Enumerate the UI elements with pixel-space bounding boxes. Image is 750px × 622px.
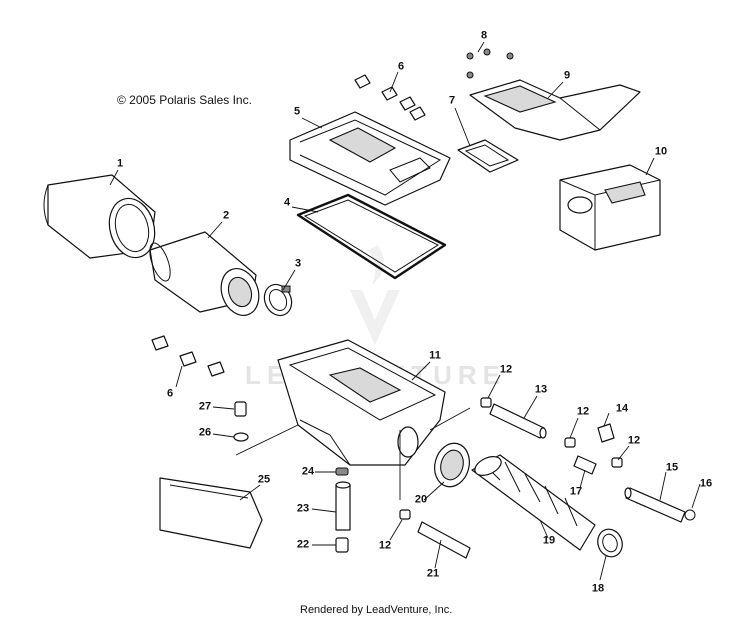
part-2-filter-element: [149, 231, 260, 316]
callout-15: 15: [665, 461, 679, 474]
callout-26: 26: [198, 426, 212, 439]
leader-lines: [109, 41, 701, 581]
callout-7: 7: [448, 94, 456, 107]
part-16-clip: [684, 509, 696, 521]
callout-12-d: 12: [378, 539, 392, 552]
part-18-hose-clamp: [597, 528, 623, 558]
footer-text: Rendered by LeadVenture, Inc.: [300, 604, 453, 616]
part-17-fitting: [573, 455, 597, 475]
part-9-intake-duct: [469, 79, 641, 141]
callout-1: 1: [116, 157, 124, 170]
callout-22: 22: [296, 538, 310, 551]
callout-17: 17: [569, 485, 583, 498]
part-10-foam-block: [559, 164, 661, 251]
callout-11: 11: [429, 349, 441, 362]
callout-4: 4: [283, 196, 291, 209]
callout-20: 20: [414, 493, 428, 506]
part-21-tube: [417, 521, 471, 559]
part-1-prefilter-sleeve: [43, 174, 156, 259]
callout-9: 9: [563, 69, 571, 82]
callout-12-a: 12: [499, 363, 513, 376]
callout-18: 18: [591, 582, 605, 595]
callout-2: 2: [222, 209, 230, 222]
part-13-tube: [489, 403, 547, 439]
part-23-drain-tube: [335, 481, 351, 531]
part-8-screws: [466, 48, 514, 79]
part-4-lid-gasket: [296, 193, 447, 280]
part-3-hose-clamp: [263, 283, 293, 317]
callout-10: 10: [654, 145, 668, 158]
part-26-washer: [233, 432, 249, 442]
callout-6-top: 6: [397, 60, 405, 73]
part-19-intake-boot: [471, 454, 596, 551]
part-7-duct-gasket: [457, 139, 519, 173]
part-24-small-clamp: [335, 467, 349, 476]
callout-13: 13: [534, 383, 548, 396]
callout-12-b: 12: [576, 405, 590, 418]
callout-8: 8: [480, 29, 488, 42]
callout-23: 23: [296, 502, 310, 515]
callout-12-c: 12: [627, 434, 641, 447]
callout-5: 5: [293, 105, 301, 118]
part-12-grommets: [399, 397, 623, 520]
copyright-text: © 2005 Polaris Sales Inc.: [117, 93, 252, 107]
callout-19: 19: [542, 534, 556, 547]
part-22-drain-valve: [335, 537, 349, 553]
callout-3: 3: [294, 257, 302, 270]
callout-21: 21: [426, 567, 440, 580]
part-6-bottom-clips: [151, 335, 225, 377]
callout-6-bottom: 6: [166, 387, 174, 400]
part-11-airbox-base: [277, 339, 446, 466]
part-15-tube: [624, 487, 686, 523]
part-5-airbox-lid: [289, 111, 451, 206]
callout-14: 14: [615, 402, 629, 415]
part-14-bracket: [597, 423, 615, 443]
part-20-coupler: [434, 442, 470, 488]
part-6-top-clips: [354, 74, 426, 121]
callout-24: 24: [301, 465, 315, 478]
callout-27: 27: [198, 400, 212, 413]
callout-25: 25: [257, 473, 271, 486]
callout-16: 16: [699, 477, 713, 490]
part-25-cover-plate: [159, 477, 263, 549]
part-27-bolt: [234, 401, 247, 417]
